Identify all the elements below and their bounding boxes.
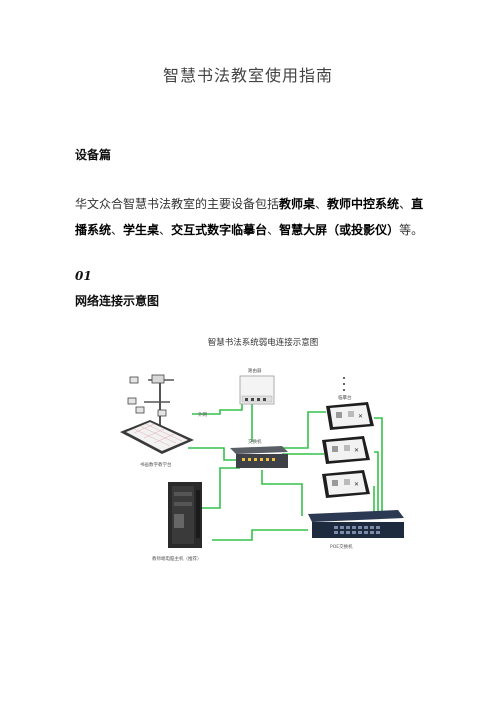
cable-switch-pc	[202, 467, 240, 509]
cable-right-1	[374, 417, 383, 516]
diagram-title: 智慧书法系统弱电连接示意图	[208, 337, 319, 348]
item-live-system: 直播系统	[75, 197, 424, 237]
separator: 、	[267, 223, 280, 237]
switch-label: 交换机	[248, 438, 262, 445]
separator: 、	[315, 197, 328, 211]
copy-table-icon	[120, 420, 194, 454]
paragraph-ending: 等。	[399, 223, 424, 237]
intro-paragraph: 华文众合智慧书法教室的主要设备包括教师桌、教师中控系统、直播系统、学生桌、交互式…	[75, 191, 425, 243]
svg-text:✕: ✕	[358, 413, 363, 420]
poe-switch-icon	[308, 510, 404, 538]
teacher-table-label: 书画数字教学台	[140, 461, 172, 468]
poe-switch-label: POE交换机	[330, 543, 353, 550]
item-teacher-control: 教师中控系统	[327, 197, 400, 211]
item-student-desk: 学生桌	[123, 223, 160, 237]
subsection-heading: 网络连接示意图	[75, 294, 160, 308]
svg-text:✕: ✕	[354, 481, 359, 488]
cables	[188, 404, 383, 541]
section-heading: 设备篇	[75, 148, 112, 162]
item-copy-table: 交互式数字临摹台	[171, 223, 268, 237]
camera-stand-icon	[127, 374, 174, 432]
router-label: 路由器	[248, 367, 262, 374]
cable-student-2	[276, 411, 326, 449]
student-tablet-icon: ✕	[322, 470, 370, 498]
page-title: 智慧书法教室使用指南	[162, 66, 333, 85]
separator: 、	[399, 197, 412, 211]
more-dot	[343, 389, 345, 391]
teacher-pc-label: 教师端电脑主机（推荐）	[152, 555, 202, 562]
item-teacher-desk: 教师桌	[279, 197, 316, 211]
cable-switch-table	[188, 447, 238, 461]
switch-icon	[230, 446, 288, 468]
router-icon	[239, 375, 275, 405]
item-smart-screen: 智慧大屏（或投影仪）	[279, 223, 400, 237]
svg-text:✕: ✕	[354, 447, 359, 454]
student-desk-label: 临摹台	[338, 394, 352, 401]
more-dot	[343, 377, 345, 379]
cable-internet	[192, 404, 243, 415]
more-dot	[343, 383, 345, 385]
separator: 、	[111, 223, 124, 237]
student-tablet-icon: ✕	[322, 436, 370, 464]
internet-label: 外网	[198, 411, 207, 418]
cable-poe-pc	[212, 529, 308, 541]
subsection-number: 01	[75, 269, 92, 283]
pc-tower-icon	[168, 482, 202, 548]
cable-switch-poe	[261, 470, 303, 516]
student-tablet-icon: ✕	[326, 402, 374, 430]
separator: 、	[159, 223, 172, 237]
network-diagram: 智慧书法系统弱电连接示意图	[112, 330, 414, 580]
network-diagram-svg: 智慧书法系统弱电连接示意图	[120, 337, 404, 562]
intro-text: 华文众合智慧书法教室的主要设备包括	[75, 197, 280, 211]
cable-right-2	[374, 451, 379, 516]
